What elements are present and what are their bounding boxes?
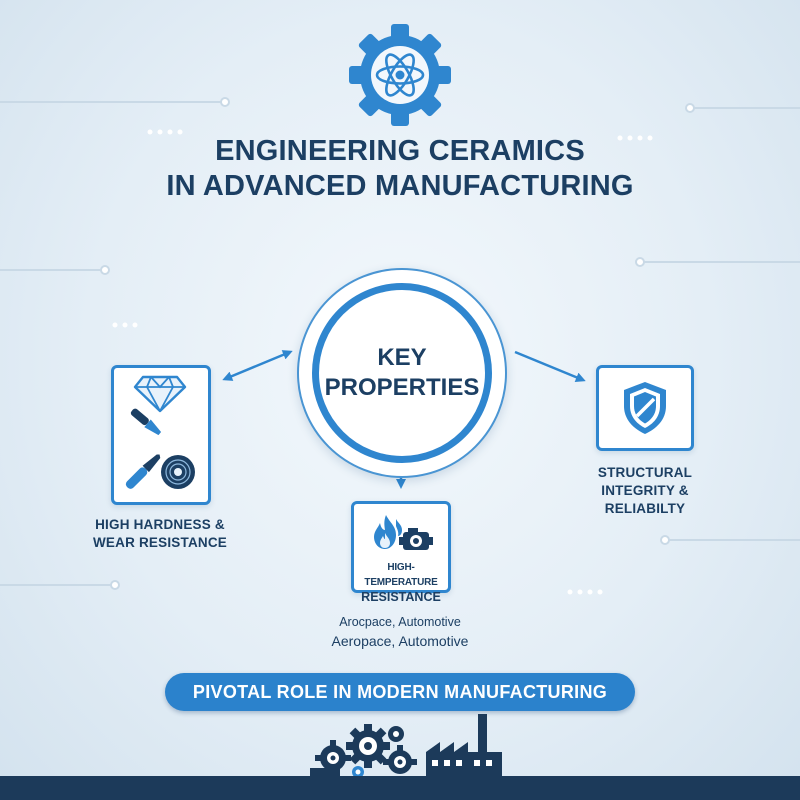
hub-line-1: KEY [377, 344, 427, 371]
engine-icon [399, 528, 433, 550]
application-caption-line-1: Arocpace, Automotive [339, 615, 461, 629]
hub-line-2: PROPERTIES [324, 374, 480, 401]
factory-icon [426, 714, 502, 778]
gears-icon [310, 724, 417, 780]
cutting-tool-icon [125, 454, 161, 489]
key-properties-hub: KEY PROPERTIES [312, 283, 492, 463]
integrity-label: STRUCTURAL INTEGRITY & RELIABILTY [565, 464, 725, 518]
hardness-label-line-2: WEAR RESISTANCE [92, 535, 227, 550]
hardness-label-line-1: HIGH HARDNESS & [95, 517, 225, 532]
integrity-label-line-3: RELIABILTY [604, 501, 686, 516]
hardness-label: HIGH HARDNESS & WEAR RESISTANCE [60, 516, 260, 552]
flame-icon [374, 515, 402, 549]
cutting-tool-icon [130, 408, 162, 436]
key-properties-inner-ring [312, 283, 492, 463]
title-line-2: IN ADVANCED MANUFACTURING [166, 170, 634, 202]
shield-icon [624, 382, 666, 434]
disc-icon [161, 455, 195, 489]
temperature-label-line-1: HIGH-TEMPERATURE [364, 562, 438, 588]
diamond-icon [133, 375, 187, 413]
application-caption-line-2: Aeropace, Automotive [331, 633, 469, 649]
pivotal-role-banner: PIVOTAL ROLE IN MODERN MANUFACTURING [165, 673, 635, 711]
footer-bar [0, 776, 800, 800]
integrity-label-line-1: STRUCTURAL [597, 465, 693, 480]
temperature-label-line-2: RESISTANCE [361, 590, 441, 604]
application-caption: Arocpace, Automotive Aeropace, Automotiv… [300, 613, 500, 651]
atom-gear-icon [349, 24, 451, 126]
title-line-1: ENGINEERING CERAMICS [215, 135, 585, 167]
integrity-label-line-2: INTEGRITY & [601, 483, 689, 498]
banner-text: PIVOTAL ROLE IN MODERN MANUFACTURING [192, 681, 608, 702]
temperature-node-box [351, 501, 451, 593]
temperature-label: HIGH-TEMPERATURE RESISTANCE [353, 560, 449, 605]
